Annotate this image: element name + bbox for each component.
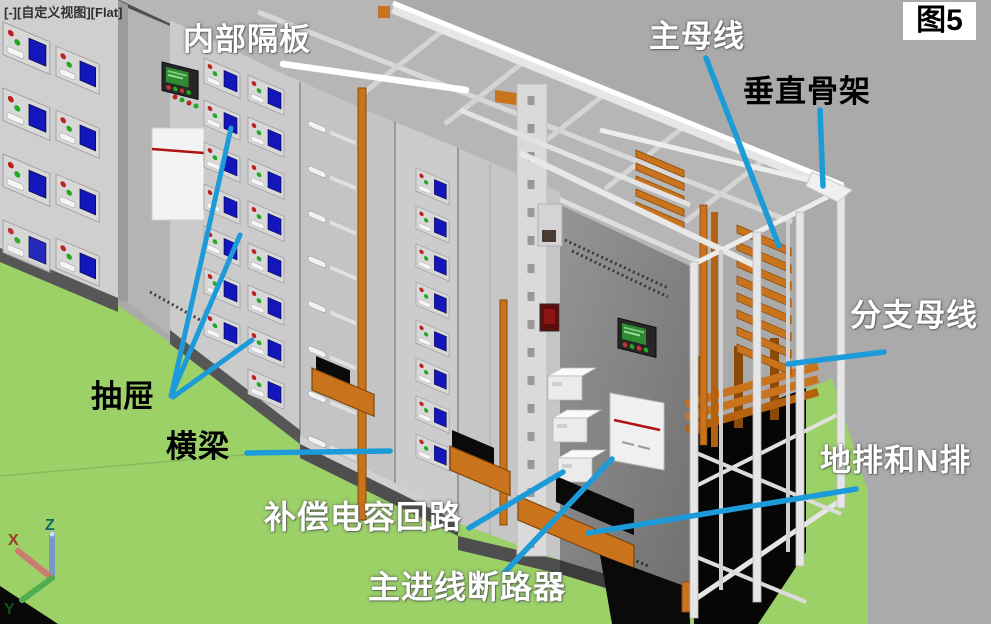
annotation-ground-and-neutral-bar: 地排和N排 [820, 443, 972, 478]
branch-busbar-stack [736, 224, 792, 376]
copper-busbars [311, 87, 635, 571]
leader-main-breaker [501, 456, 615, 576]
leader-comp-capacitor [466, 469, 566, 531]
annotation-compensation-capacitor-circuit: 补偿电容回路 [264, 499, 463, 535]
annotation-branch-busbar: 分支母线 [850, 298, 978, 333]
frame-top-corner [805, 171, 853, 203]
leader-drawer-3 [170, 337, 255, 400]
cabinet-devices [151, 61, 665, 557]
ucs-axis-icon: Z X Y [4, 517, 55, 618]
figure-number-tag: 图5 [903, 2, 976, 40]
leader-ground-n-bar [585, 486, 859, 536]
x-axis [15, 548, 55, 581]
leader-branch-busbar [785, 349, 887, 367]
viewport-view-control[interactable]: [自定义视图] [17, 5, 91, 20]
leader-drawer-1 [168, 125, 234, 399]
annotation-drawer: 抽屉 [91, 379, 155, 414]
annotation-vertical-frame: 垂直骨架 [743, 74, 871, 109]
annotation-main-incoming-breaker: 主进线断路器 [368, 569, 567, 605]
viewport-visual-style-control[interactable]: [Flat] [90, 5, 123, 20]
crossbeam-member [300, 436, 458, 524]
y-axis-label: Y [4, 601, 15, 618]
z-axis-label: Z [45, 517, 55, 534]
leader-internal-partition [279, 60, 470, 94]
leader-lines [168, 55, 887, 576]
viewport-minimize-control[interactable]: [-] [4, 5, 17, 20]
leader-drawer-2 [168, 232, 243, 399]
annotation-main-busbar: 主母线 [649, 19, 745, 54]
leader-vertical-frame [817, 107, 826, 189]
annotation-internal-partition: 内部隔板 [183, 22, 311, 57]
frame-skeleton [459, 107, 853, 624]
door-panel [151, 127, 205, 221]
main-breaker-panel [609, 392, 665, 471]
annotation-crossbeam: 横梁 [166, 429, 230, 464]
y-axis [19, 575, 55, 603]
leader-crossbeam [244, 448, 393, 456]
leader-main-busbar [703, 55, 782, 249]
viewport-controls: [-][自定义视图][Flat] [4, 2, 122, 21]
x-axis-label: X [8, 532, 19, 549]
drawer-units [2, 21, 450, 472]
